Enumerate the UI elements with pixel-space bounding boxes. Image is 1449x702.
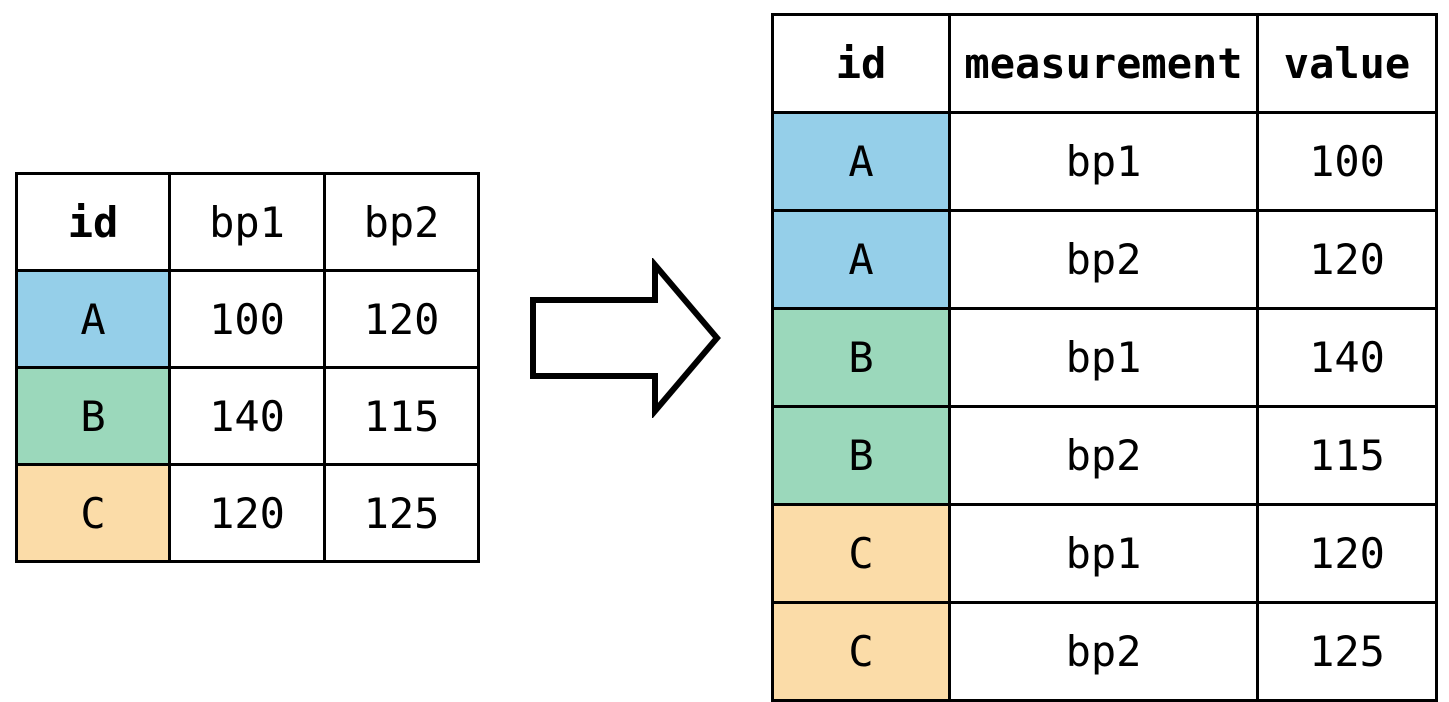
wide-cell-bp1: 140 (168, 366, 326, 466)
long-cell-id: B (771, 307, 951, 408)
long-cell-value: 125 (1256, 601, 1438, 702)
long-header-id: id (771, 13, 951, 114)
long-cell-measurement: bp1 (948, 307, 1259, 408)
wide-cell-id: C (15, 463, 171, 563)
long-cell-value: 140 (1256, 307, 1438, 408)
wide-table: id bp1 bp2 A 100 120 B 140 115 C 120 125 (15, 172, 480, 563)
long-table: id measurement value A bp1 100 A bp2 120… (771, 13, 1438, 702)
long-cell-measurement: bp1 (948, 503, 1259, 604)
long-cell-id: A (771, 111, 951, 212)
wide-header-id: id (15, 172, 171, 272)
long-cell-id: C (771, 601, 951, 702)
table-row: C bp1 120 (771, 503, 1438, 604)
wide-cell-bp1: 120 (168, 463, 326, 563)
table-row: B bp1 140 (771, 307, 1438, 408)
wide-cell-bp1: 100 (168, 269, 326, 369)
long-cell-measurement: bp2 (948, 209, 1259, 310)
table-row: A 100 120 (15, 269, 480, 369)
wide-header-bp2: bp2 (323, 172, 480, 272)
long-cell-id: A (771, 209, 951, 310)
long-cell-measurement: bp1 (948, 111, 1259, 212)
wide-cell-bp2: 120 (323, 269, 480, 369)
long-cell-value: 100 (1256, 111, 1438, 212)
table-row: C bp2 125 (771, 601, 1438, 702)
long-cell-id: B (771, 405, 951, 506)
wide-cell-id: B (15, 366, 171, 466)
wide-cell-id: A (15, 269, 171, 369)
long-cell-value: 115 (1256, 405, 1438, 506)
long-cell-measurement: bp2 (948, 601, 1259, 702)
table-row: C 120 125 (15, 463, 480, 563)
table-row: A bp2 120 (771, 209, 1438, 310)
table-row: A bp1 100 (771, 111, 1438, 212)
arrow-shape (530, 258, 721, 418)
long-cell-id: C (771, 503, 951, 604)
long-cell-value: 120 (1256, 209, 1438, 310)
table-row-header: id bp1 bp2 (15, 172, 480, 272)
wide-header-bp1: bp1 (168, 172, 326, 272)
wide-cell-bp2: 125 (323, 463, 480, 563)
long-header-value: value (1256, 13, 1438, 114)
long-header-measurement: measurement (948, 13, 1259, 114)
long-cell-measurement: bp2 (948, 405, 1259, 506)
wide-cell-bp2: 115 (323, 366, 480, 466)
table-row: B 140 115 (15, 366, 480, 466)
table-row-header: id measurement value (771, 13, 1438, 114)
table-row: B bp2 115 (771, 405, 1438, 506)
long-cell-value: 120 (1256, 503, 1438, 604)
transform-arrow-icon (530, 258, 721, 418)
